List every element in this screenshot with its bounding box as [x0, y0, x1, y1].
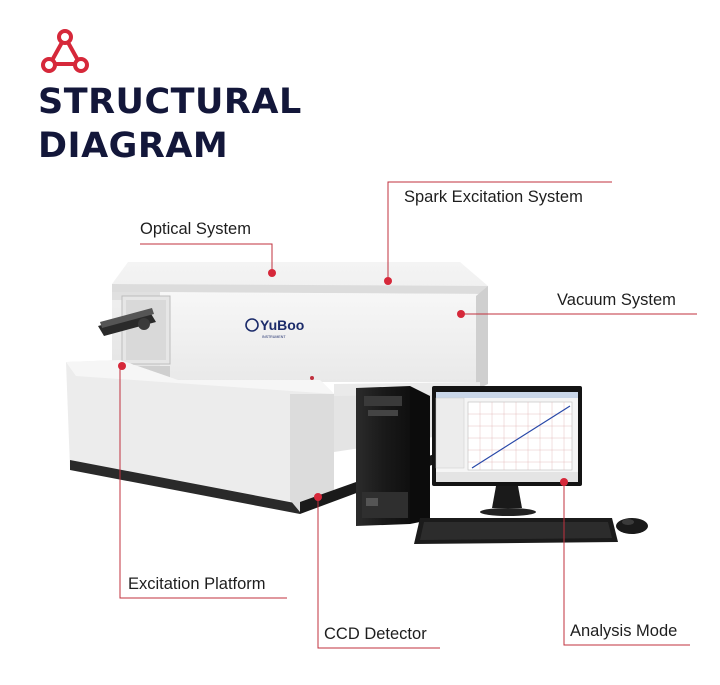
monitor — [432, 386, 582, 516]
pc-tower — [356, 386, 430, 526]
network-triangle-icon — [41, 29, 89, 73]
page-title-line-1: STRUCTURAL — [38, 82, 302, 122]
brand-tagline: INSTRUMENT — [262, 335, 286, 339]
leader-lines — [119, 181, 697, 649]
brand-logo: YuBoo INSTRUMENT — [245, 317, 304, 339]
brand-name: YuBoo — [260, 317, 304, 333]
keyboard — [414, 518, 618, 544]
page-title-line-2: DIAGRAM — [38, 126, 229, 166]
label-vacuum-system: Vacuum System — [557, 291, 676, 309]
label-optical-system: Optical System — [140, 220, 251, 238]
sample-chamber — [98, 295, 171, 378]
spectrometer-body — [112, 262, 488, 390]
label-ccd-detector: CCD Detector — [324, 625, 427, 643]
label-excitation-platform: Excitation Platform — [128, 575, 266, 593]
label-analysis-mode: Analysis Mode — [570, 622, 678, 640]
marker-dots — [118, 269, 568, 501]
label-spark-excitation-system: Spark Excitation System — [404, 188, 583, 206]
